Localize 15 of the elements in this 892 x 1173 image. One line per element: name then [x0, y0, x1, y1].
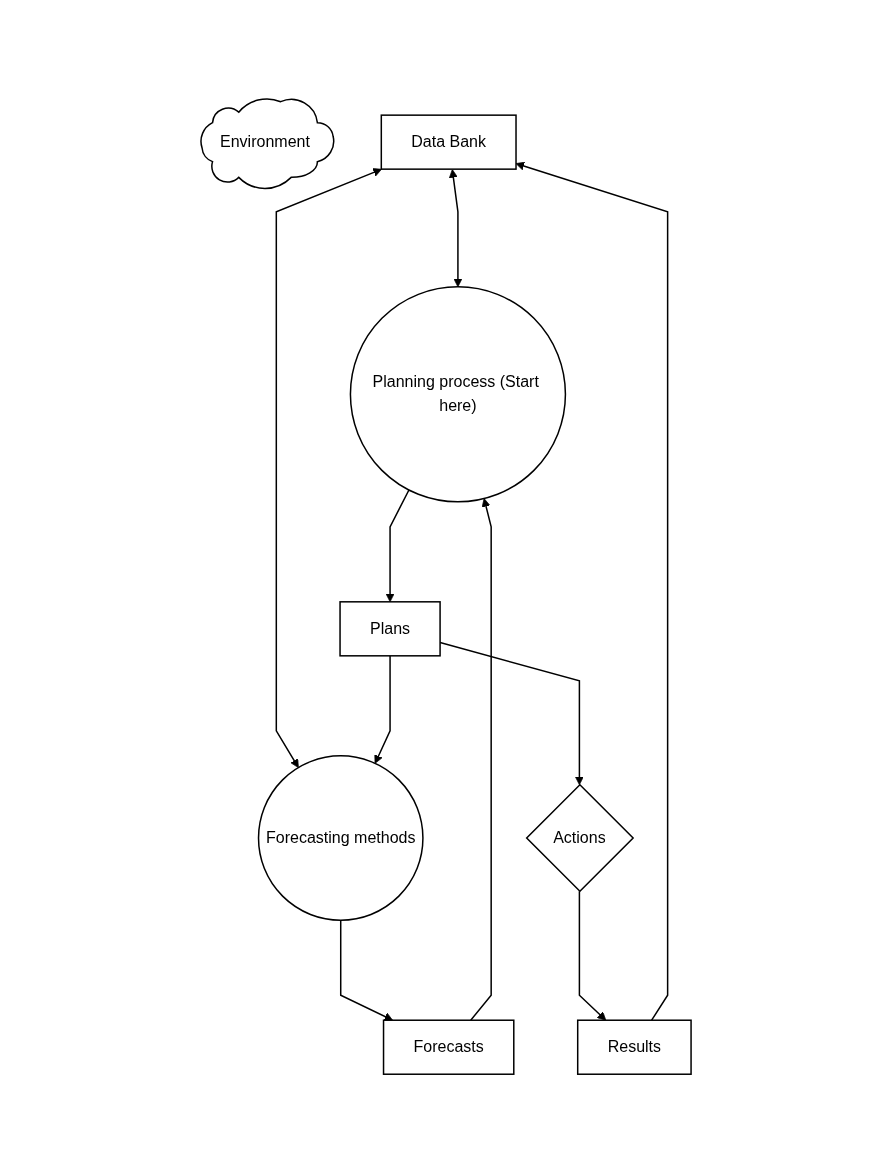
node-box: Results	[576, 1019, 692, 1075]
arrow	[339, 919, 393, 1021]
node-box: Plans	[339, 600, 441, 657]
node-circle: Planning process (Start here)	[349, 286, 567, 503]
node-box: Forecasts	[382, 1019, 515, 1075]
arrow	[515, 161, 669, 1021]
node-diamond: Actions	[525, 783, 635, 893]
arrow	[469, 498, 492, 1021]
arrow	[578, 890, 607, 1021]
node-circle: Forecasting methods	[257, 754, 424, 921]
arrow	[275, 168, 382, 768]
arrow	[385, 489, 410, 603]
arrow	[448, 169, 463, 288]
arrow	[374, 654, 391, 764]
node-box: Data Bank	[380, 114, 517, 170]
